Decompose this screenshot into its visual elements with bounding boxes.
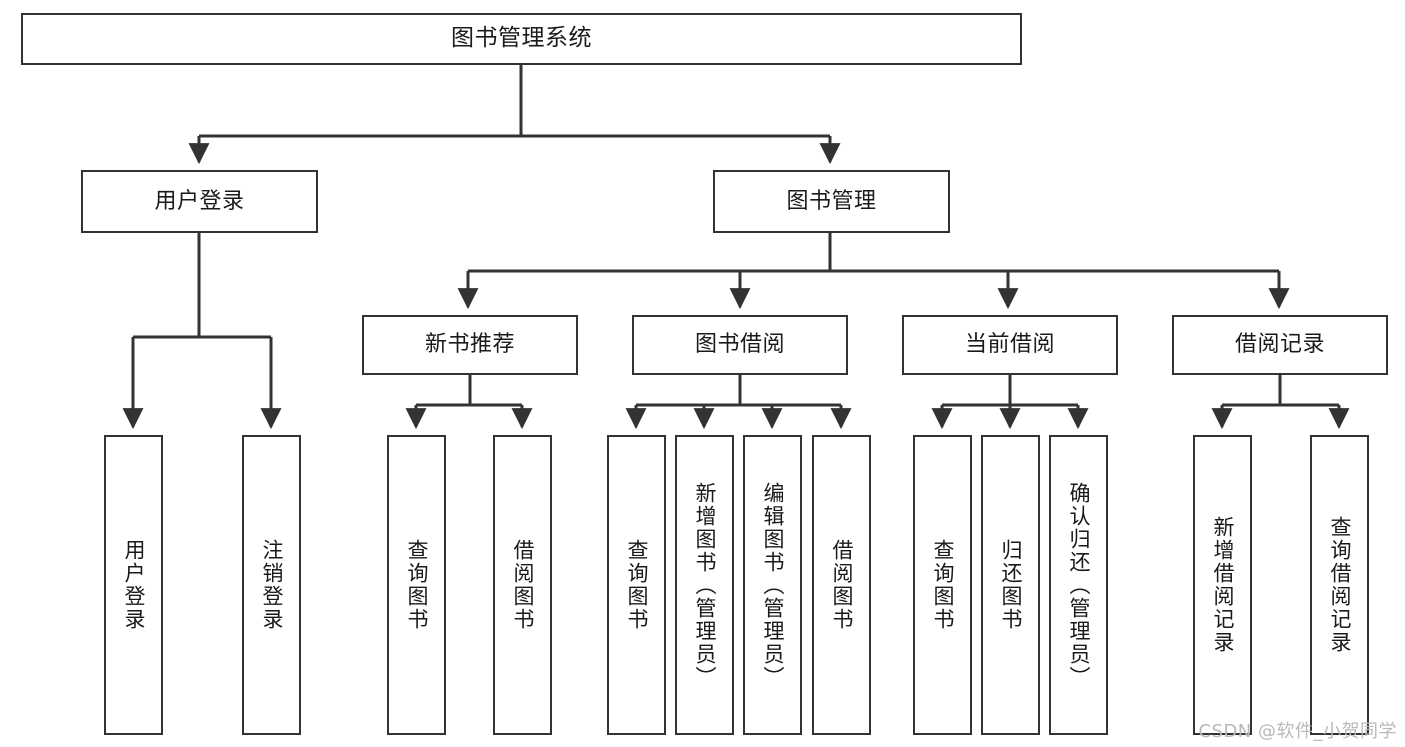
leaf-current-confirm-return-admin[interactable]: 确认归还（管理员）	[1049, 435, 1108, 735]
node-label: 图书借阅	[694, 332, 785, 358]
node-label: 编辑图书（管理员）	[761, 481, 785, 689]
leaf-records-add-record[interactable]: 新增借阅记录	[1193, 435, 1252, 735]
node-label: 新增图书（管理员）	[693, 481, 717, 689]
node-label: 新书推荐	[424, 332, 515, 358]
leaf-new-book-borrow[interactable]: 借阅图书	[493, 435, 552, 735]
node-user-login[interactable]: 用户登录	[81, 170, 318, 233]
node-label: 查询借阅记录	[1328, 516, 1352, 654]
leaf-new-book-query[interactable]: 查询图书	[387, 435, 446, 735]
node-label: 查询图书	[405, 539, 429, 631]
node-current-borrow[interactable]: 当前借阅	[902, 315, 1118, 375]
leaf-user-login-signin[interactable]: 用户登录	[104, 435, 163, 735]
leaf-borrow-query-book[interactable]: 查询图书	[607, 435, 666, 735]
node-label: 借阅图书	[511, 539, 535, 631]
node-new-book-recommend[interactable]: 新书推荐	[362, 315, 578, 375]
node-label: 图书管理系统	[451, 25, 592, 52]
node-label: 新增借阅记录	[1211, 516, 1235, 654]
leaf-borrow-edit-book-admin[interactable]: 编辑图书（管理员）	[743, 435, 802, 735]
node-label: 当前借阅	[964, 332, 1055, 358]
leaf-borrow-borrow-book[interactable]: 借阅图书	[812, 435, 871, 735]
node-root-system[interactable]: 图书管理系统	[21, 13, 1022, 65]
leaf-user-login-signout[interactable]: 注销登录	[242, 435, 301, 735]
node-label: 确认归还（管理员）	[1067, 481, 1091, 689]
node-label: 借阅记录	[1234, 332, 1325, 358]
node-borrow-records[interactable]: 借阅记录	[1172, 315, 1388, 375]
leaf-borrow-add-book-admin[interactable]: 新增图书（管理员）	[675, 435, 734, 735]
node-label: 查询图书	[625, 539, 649, 631]
watermark-text: CSDN @软件_小贺同学	[1198, 721, 1397, 742]
node-label: 借阅图书	[830, 539, 854, 631]
node-label: 用户登录	[122, 539, 146, 631]
leaf-current-query-book[interactable]: 查询图书	[913, 435, 972, 735]
node-label: 用户登录	[154, 188, 245, 214]
node-label: 归还图书	[999, 539, 1023, 631]
node-label: 注销登录	[260, 539, 284, 631]
leaf-records-query-record[interactable]: 查询借阅记录	[1310, 435, 1369, 735]
leaf-current-return-book[interactable]: 归还图书	[981, 435, 1040, 735]
node-book-borrow[interactable]: 图书借阅	[632, 315, 848, 375]
node-label: 图书管理	[786, 188, 877, 214]
node-label: 查询图书	[931, 539, 955, 631]
node-book-management[interactable]: 图书管理	[713, 170, 950, 233]
